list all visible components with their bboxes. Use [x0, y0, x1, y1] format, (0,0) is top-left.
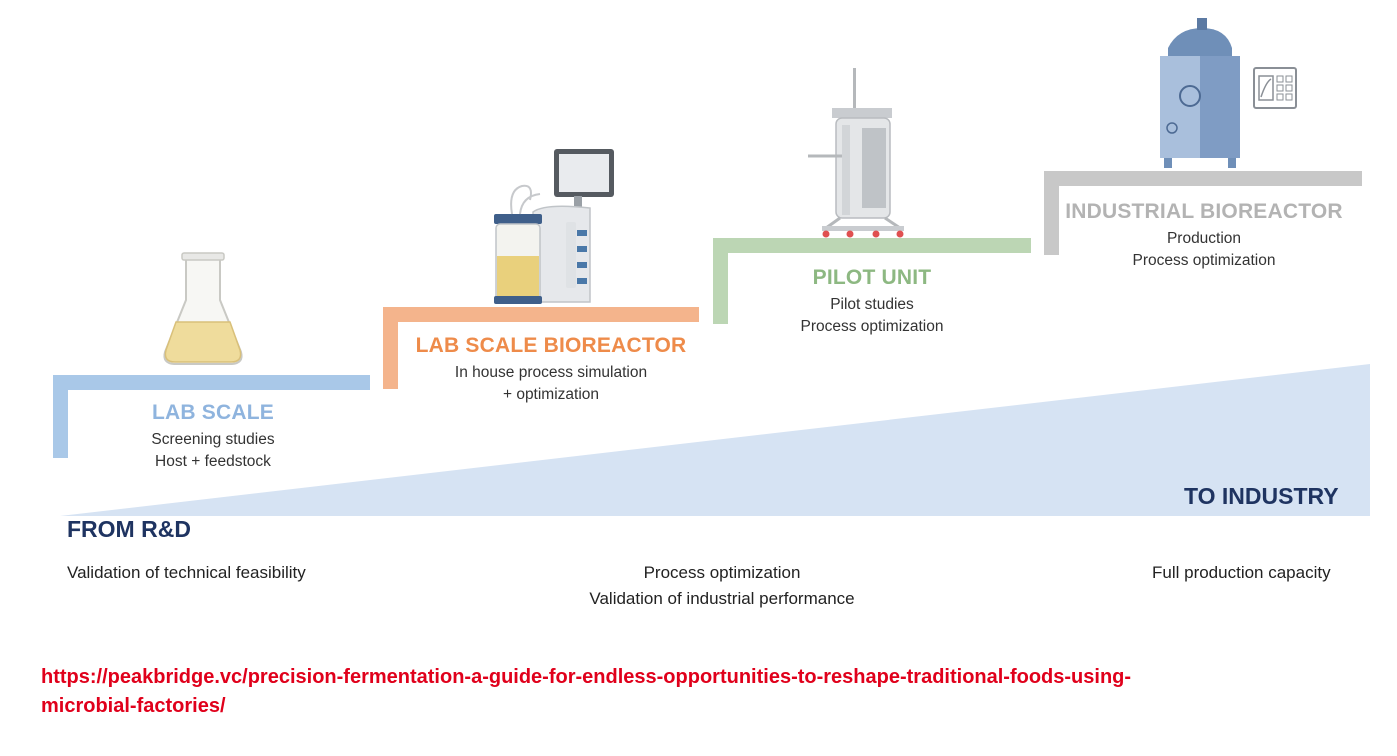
source-link[interactable]: https://peakbridge.vc/precision-fermenta… [41, 663, 1371, 721]
step-lab-bioreactor [383, 307, 699, 389]
from-rd-label: FROM R&D [67, 516, 191, 542]
stage-line: In house process simulation [454, 364, 648, 381]
stage-line: Pilot studies [830, 296, 914, 313]
scale-wedge [60, 364, 1370, 516]
stage-title: INDUSTRIAL BIOREACTOR [1065, 200, 1343, 223]
stage-lab-bioreactor: LAB SCALE BIOREACTOR In house process si… [416, 334, 687, 406]
stage-line: Process optimization [1132, 252, 1276, 269]
stage-line: Screening studies [151, 431, 275, 448]
stage-lab-scale: LAB SCALE Screening studies Host + feeds… [151, 401, 274, 473]
to-industry-label: TO INDUSTRY [1184, 483, 1339, 509]
step-lab-scale [53, 375, 370, 458]
stage-line: Process optimization [800, 318, 944, 335]
pilot-unit-icon [808, 68, 904, 238]
stage-title: LAB SCALE [152, 401, 274, 424]
stage-industrial: INDUSTRIAL BIOREACTOR Production Process… [1065, 200, 1343, 272]
step-pilot-unit [713, 238, 1031, 324]
industrial-bioreactor-icon [1160, 18, 1240, 168]
stage-line: + optimization [502, 386, 600, 403]
flask-icon [163, 252, 243, 365]
bottom-center-line: Validation of industrial performance [589, 589, 855, 608]
lab-bioreactor-icon [494, 149, 614, 304]
bottom-center-line: Process optimization [643, 563, 801, 582]
bottom-right-text: Full production capacity [1152, 563, 1331, 582]
control-panel-icon [1253, 67, 1297, 109]
source-link-line[interactable]: https://peakbridge.vc/precision-fermenta… [41, 666, 1132, 688]
stage-line: Production [1166, 230, 1242, 247]
bottom-center-text: Process optimization Validation of indus… [589, 560, 854, 612]
stage-pilot-unit: PILOT UNIT Pilot studies Process optimiz… [800, 266, 943, 338]
step-industrial [1044, 171, 1362, 255]
stage-title: PILOT UNIT [812, 266, 932, 289]
bottom-left-text: Validation of technical feasibility [67, 563, 306, 582]
source-link-line[interactable]: microbial-factories/ [41, 695, 226, 717]
stage-line: Host + feedstock [155, 453, 271, 470]
stage-title: LAB SCALE BIOREACTOR [415, 334, 687, 357]
